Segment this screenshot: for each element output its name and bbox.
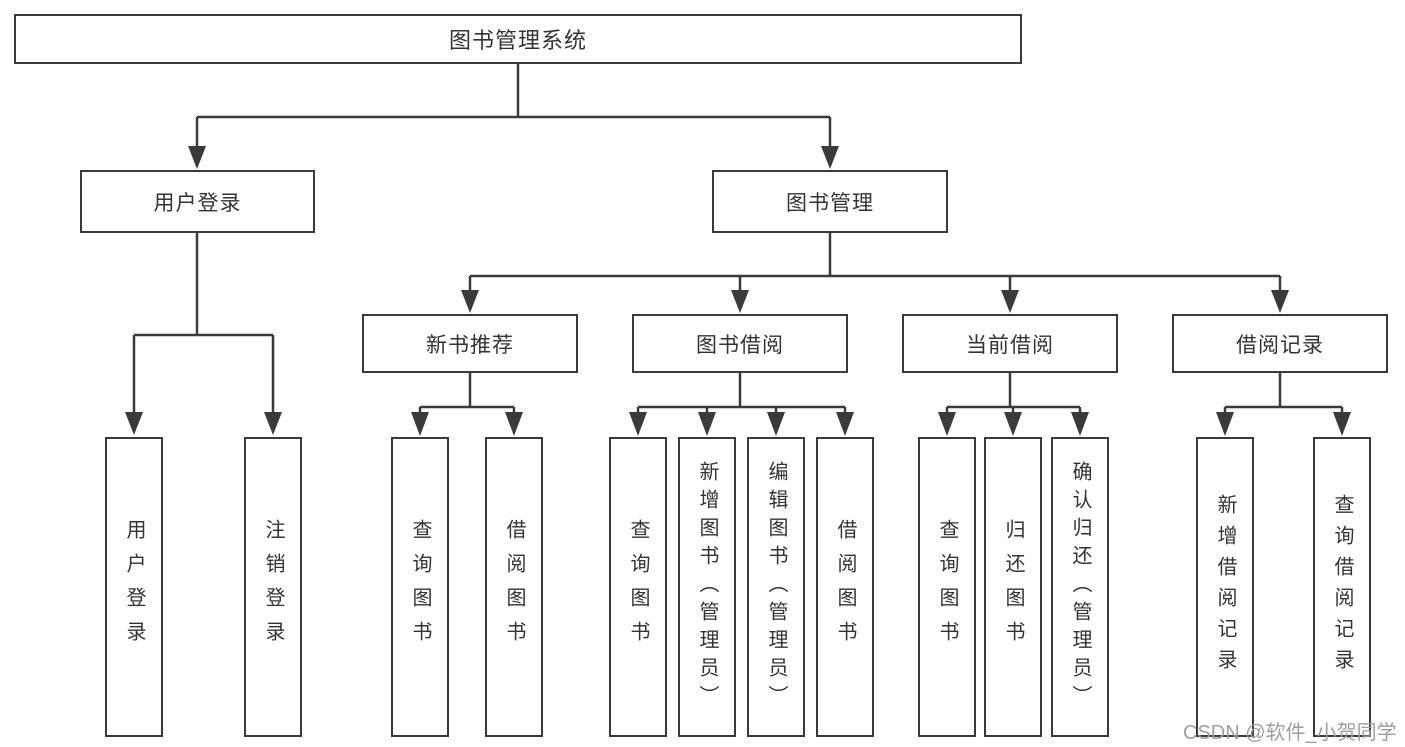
node-current-borrow: 当前借阅	[902, 314, 1118, 373]
node-root: 图书管理系统	[14, 14, 1022, 64]
leaf-confirm-return-admin: 确认归还（管理员）	[1051, 437, 1109, 737]
leaf-add-book-admin: 新增图书（管理员）	[678, 437, 736, 737]
leaf-query-books-current: 查询图书	[918, 437, 976, 737]
edge-user-login-to-leaves	[125, 233, 282, 435]
leaf-query-books-borrow: 查询图书	[609, 437, 667, 737]
csdn-watermark: CSDN @软件_小贺同学	[1183, 722, 1397, 744]
node-user-login: 用户登录	[80, 170, 315, 233]
node-borrow-records: 借阅记录	[1172, 314, 1388, 373]
leaf-add-borrow-record: 新增借阅记录	[1196, 437, 1254, 737]
leaf-return-book: 归还图书	[984, 437, 1042, 737]
edge-borrow-records-to-leaves	[1216, 373, 1351, 436]
leaf-edit-book-admin: 编辑图书（管理员）	[747, 437, 805, 737]
node-new-book-recommend: 新书推荐	[362, 314, 578, 373]
edge-book-borrow-to-leaves	[629, 373, 854, 436]
node-book-management: 图书管理	[712, 170, 948, 233]
edge-root-to-level1	[188, 64, 839, 169]
leaf-borrow-books-recommend: 借阅图书	[485, 437, 543, 737]
leaf-logout: 注销登录	[244, 437, 302, 737]
node-book-borrow: 图书借阅	[632, 314, 848, 373]
edge-current-borrow-to-leaves	[938, 373, 1089, 436]
edge-book-management-to-level2	[461, 233, 1289, 313]
leaf-borrow-books: 借阅图书	[816, 437, 874, 737]
leaf-query-books-recommend: 查询图书	[391, 437, 449, 737]
leaf-user-login: 用户登录	[105, 437, 163, 737]
leaf-query-borrow-record: 查询借阅记录	[1313, 437, 1371, 737]
edge-new-book-recommend-to-leaves	[411, 373, 523, 436]
